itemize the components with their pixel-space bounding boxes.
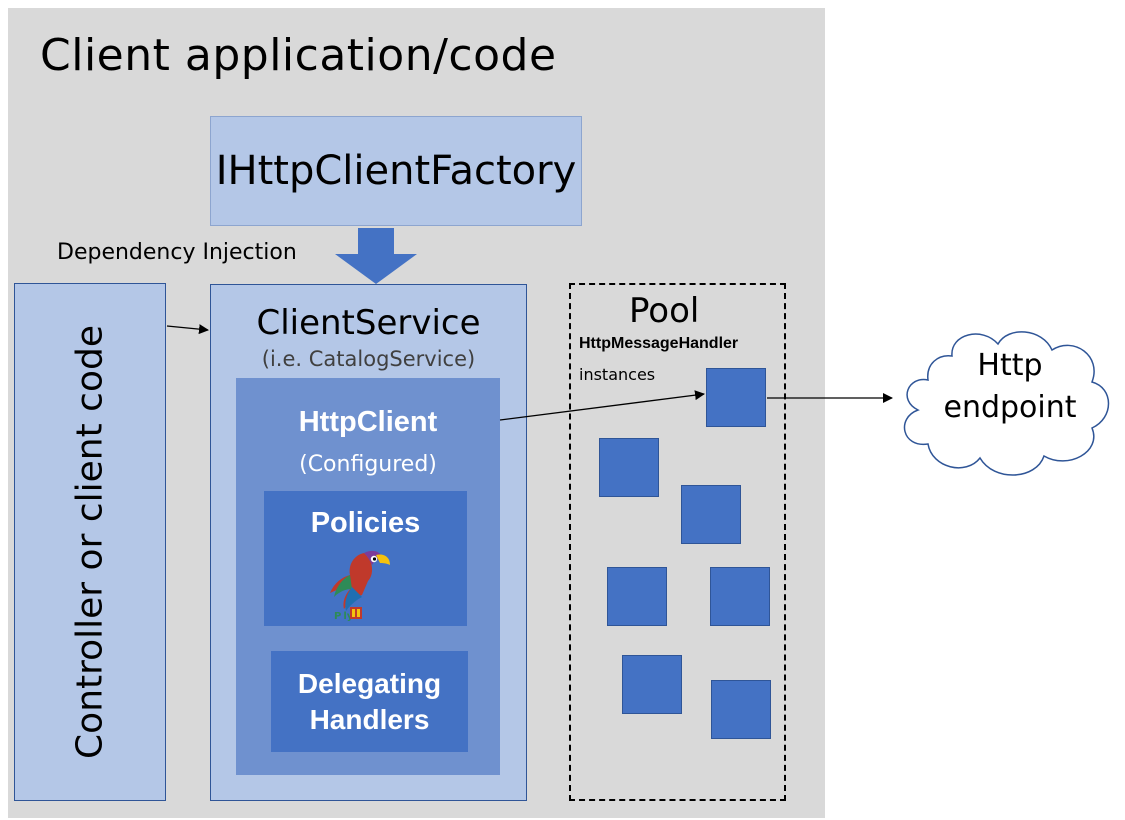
handler-instance (710, 567, 770, 626)
dependency-injection-arrow-icon (335, 228, 417, 284)
http-client-title: HttpClient (298, 406, 438, 438)
http-endpoint-label: Http endpoint (935, 345, 1085, 429)
polly-parrot-logo-icon: P ly (330, 550, 390, 621)
client-application-title: Client application/code (40, 30, 557, 81)
client-service-subtitle: (i.e. CatalogService) (261, 347, 476, 371)
handler-instance (622, 655, 682, 714)
delegating-handlers-box: Delegating Handlers (271, 651, 468, 752)
handler-instance (607, 567, 667, 626)
controller-label: Controller or client code (69, 325, 111, 759)
client-service-title: ClientService (256, 303, 481, 343)
delegating-handlers-label-line1: Delegating (297, 667, 442, 699)
policies-box: Policies P ly (264, 491, 467, 626)
handler-instance (711, 680, 771, 739)
http-endpoint-label-line2: endpoint (943, 390, 1077, 425)
handler-instance (599, 438, 659, 497)
controller-box: Controller or client code (14, 283, 166, 801)
delegating-handlers-label-line2: Handlers (309, 703, 430, 735)
polly-logo-text: P ly (334, 611, 354, 621)
pool-container: Pool HttpMessageHandler instances (569, 283, 786, 801)
policies-title: Policies (310, 507, 421, 539)
pool-instances-label: instances (579, 365, 656, 384)
pool-handler-label: HttpMessageHandler (579, 335, 739, 352)
http-client-subtitle: (Configured) (299, 452, 437, 477)
http-client-factory-label: IHttpClientFactory (215, 148, 577, 194)
handler-instance (681, 485, 741, 544)
pool-title: Pool (629, 291, 700, 331)
handler-instance-active (706, 368, 766, 427)
dependency-injection-label: Dependency Injection (57, 240, 297, 265)
http-endpoint-cloud-icon (903, 331, 1110, 476)
http-endpoint-label-line1: Http (977, 348, 1043, 383)
http-client-factory-box: IHttpClientFactory (210, 116, 582, 226)
